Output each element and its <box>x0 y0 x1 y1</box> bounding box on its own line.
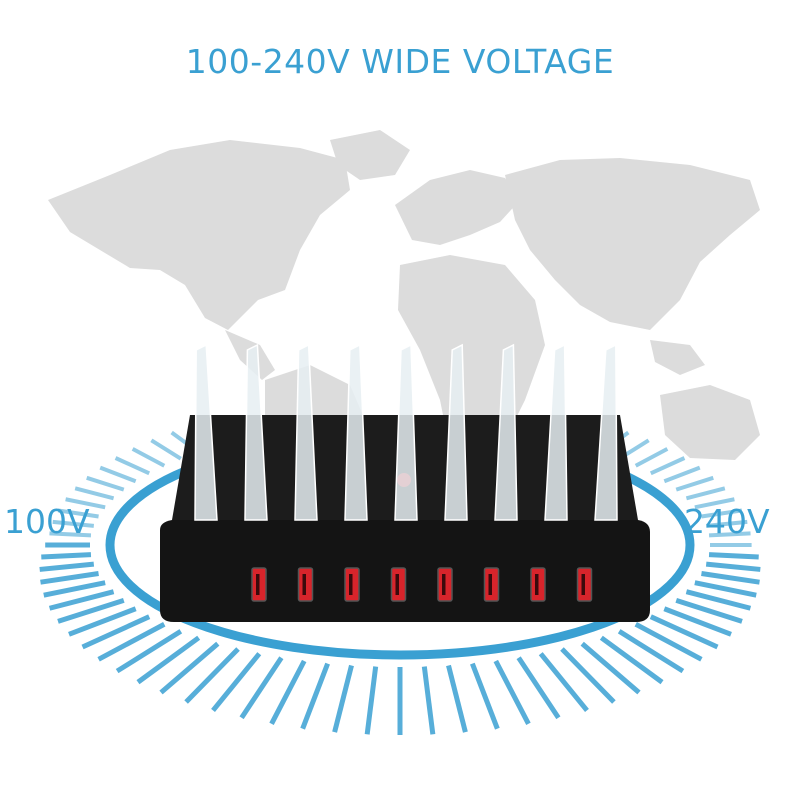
gauge-tick <box>708 552 759 560</box>
gauge-tick <box>52 519 95 528</box>
acrylic-divider <box>194 343 218 521</box>
acrylic-divider <box>394 343 418 521</box>
acrylic-divider <box>444 343 468 521</box>
gauge-tick <box>675 598 743 624</box>
gauge-tick <box>136 635 201 685</box>
gauge-tick <box>115 629 183 674</box>
usb-port-tongue <box>488 574 492 595</box>
gauge-tick <box>685 486 726 501</box>
usb-port-tongue <box>535 574 539 595</box>
gauge-tick <box>516 656 561 720</box>
gauge-tick <box>269 659 307 725</box>
gauge-tick <box>211 652 262 712</box>
gauge-tick <box>68 606 137 637</box>
gauge-tick <box>560 647 616 704</box>
gauge-tick <box>580 641 641 695</box>
gauge-tick <box>57 508 99 519</box>
gauge-tick <box>649 456 686 476</box>
gauge-tick <box>239 656 284 720</box>
gauge-tick <box>675 475 714 492</box>
acrylic-divider <box>544 343 568 521</box>
gauge-tick <box>40 571 99 585</box>
gauge-tick <box>617 629 685 674</box>
gauge-tick <box>114 456 151 476</box>
gauge-tick <box>300 662 330 730</box>
gauge-tick <box>493 659 531 725</box>
gauge-tick <box>81 614 151 650</box>
gauge-tick <box>41 552 92 560</box>
usb-port-tongue <box>581 574 585 595</box>
gauge-tick <box>708 531 751 538</box>
gauge-ticks <box>39 423 761 735</box>
acrylic-divider <box>594 343 618 521</box>
usb-port-tongue <box>256 574 260 595</box>
gauge-tick <box>364 666 379 735</box>
gauge-tick <box>99 465 137 484</box>
charging-station <box>160 343 650 622</box>
acrylic-divider <box>344 343 368 521</box>
gauge-tick <box>421 666 436 735</box>
gauge-tick <box>470 662 500 730</box>
gauge-tick <box>332 664 354 733</box>
max-voltage-label: 240V <box>684 502 770 541</box>
gauge-tick <box>663 465 701 484</box>
gauge-tick <box>86 475 125 492</box>
gauge-tick <box>159 641 220 695</box>
gauge-tick <box>649 614 719 650</box>
min-voltage-label: 100V <box>4 502 90 541</box>
gauge-tick <box>705 519 748 528</box>
gauge-tick <box>49 531 92 538</box>
gauge-tick <box>446 664 468 733</box>
usb-port-tongue <box>442 574 446 595</box>
acrylic-divider <box>294 343 318 521</box>
gauge-tick <box>694 580 757 598</box>
gauge-tick <box>694 497 735 510</box>
acrylic-divider <box>244 343 268 521</box>
gauge-tick <box>48 589 115 611</box>
gauge-tick <box>705 561 761 572</box>
gauge-tick <box>74 486 115 501</box>
usb-port-tongue <box>302 574 306 595</box>
usb-ports <box>251 567 593 602</box>
gauge-tick <box>685 589 752 611</box>
gauge-tick <box>538 652 589 712</box>
gauge-tick <box>701 508 743 519</box>
gauge-tick <box>57 598 125 624</box>
gauge-tick <box>65 497 106 510</box>
gauge-tick <box>43 580 106 598</box>
usb-port-tongue <box>349 574 353 595</box>
gauge-tick <box>39 561 95 572</box>
gauge-tick <box>599 635 664 685</box>
gauge-tick <box>634 447 669 468</box>
gauge-tick <box>150 438 182 461</box>
gauge-tick <box>184 647 240 704</box>
gauge-tick <box>97 622 166 662</box>
gauge-tick <box>701 571 760 585</box>
acrylic-divider <box>494 343 518 521</box>
gauge-tick <box>663 606 732 637</box>
acrylic-dividers <box>194 343 618 521</box>
gauge-tick <box>131 447 166 468</box>
usb-port-tongue <box>395 574 399 595</box>
headline: 100-240V WIDE VOLTAGE <box>185 42 615 81</box>
gauge-tick <box>634 622 703 662</box>
